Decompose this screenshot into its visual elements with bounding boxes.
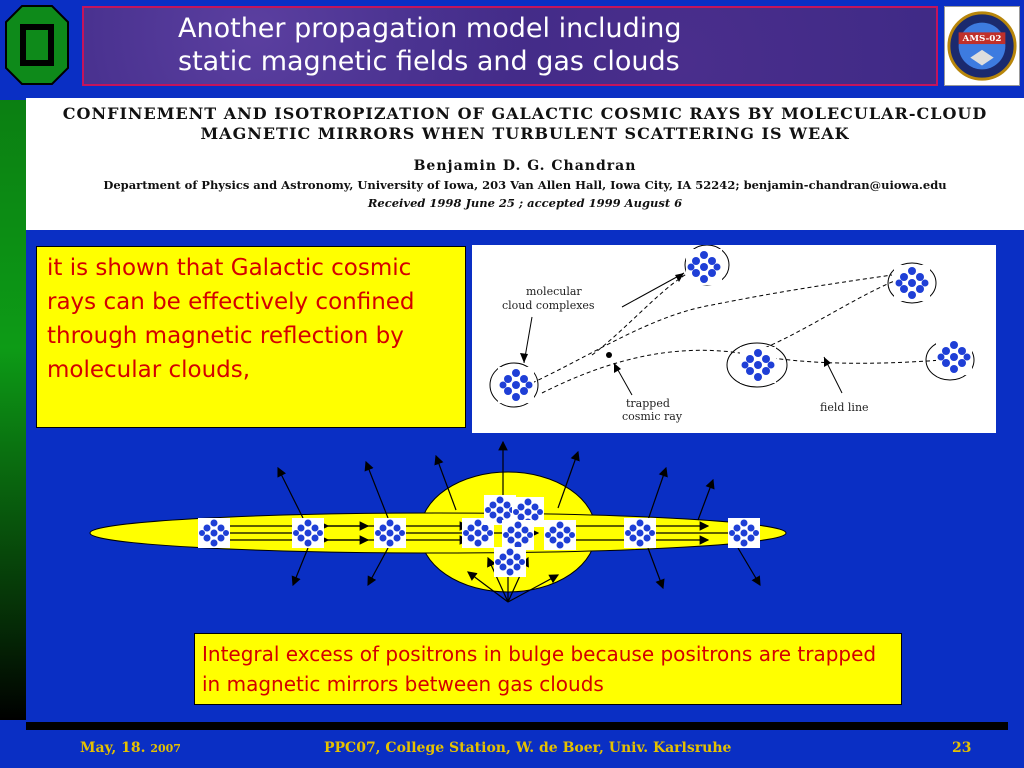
paper-title-line2: MAGNETIC MIRRORS WHEN TURBULENT SCATTERI… — [200, 124, 850, 143]
disk-cloud — [374, 518, 406, 548]
slide-footer: May, 18. 2007 PPC07, College Station, W.… — [0, 730, 1024, 768]
slide-header: Another propagation model including stat… — [0, 0, 1024, 100]
slide-title: Another propagation model including stat… — [82, 6, 938, 86]
footer-date-day: May, 18. — [80, 740, 146, 756]
callout-confinement: it is shown that Galactic cosmic rays ca… — [36, 246, 466, 428]
footer-divider — [26, 722, 1008, 730]
footer-date: May, 18. 2007 — [80, 740, 181, 756]
disk-cloud — [292, 518, 324, 548]
label-field-line: field line — [820, 401, 869, 414]
cloud-complex — [498, 367, 534, 403]
paper-affiliation: Department of Physics and Astronomy, Uni… — [103, 178, 947, 192]
label-trapped: trapped — [626, 397, 670, 410]
galactic-bulge-diagram — [89, 440, 787, 603]
cloud-complex — [936, 339, 972, 375]
slide-title-line2: static magnetic fields and gas clouds — [178, 46, 680, 77]
footer-page-number: 23 — [952, 740, 972, 756]
bulge-cloud — [494, 547, 526, 577]
molecular-cloud-figure: molecular cloud complexes trapped cosmic… — [472, 245, 996, 433]
paper-title: CONFINEMENT AND ISOTROPIZATION OF GALACT… — [26, 104, 1024, 144]
bulge-cloud — [502, 520, 534, 550]
bulge-cloud — [544, 520, 576, 550]
cloud-complex — [894, 265, 930, 301]
label-cloud-complexes: cloud complexes — [502, 299, 595, 312]
label-molecular: molecular — [526, 285, 582, 298]
paper-header-image: CONFINEMENT AND ISOTROPIZATION OF GALACT… — [26, 98, 1024, 230]
left-decorative-bar — [0, 100, 26, 720]
disk-cloud — [624, 518, 656, 548]
callout-positron-excess: Integral excess of positrons in bulge be… — [194, 633, 902, 705]
cloud-complex — [740, 347, 776, 383]
cloud-complex — [686, 249, 722, 285]
label-cosmic-ray: cosmic ray — [622, 410, 683, 423]
ams-02-mission-logo-icon: AMS-02 — [944, 6, 1020, 86]
university-logo-icon — [5, 5, 69, 85]
ams-logo-text: AMS-02 — [962, 34, 1002, 44]
paper-received: Received 1998 June 25 ; accepted 1999 Au… — [367, 196, 683, 210]
paper-author: Benjamin D. G. Chandran — [413, 158, 637, 174]
trapped-cosmic-ray-dot — [606, 352, 612, 358]
disk-cloud — [728, 518, 760, 548]
paper-title-line1: CONFINEMENT AND ISOTROPIZATION OF GALACT… — [62, 104, 988, 123]
slide-title-line1: Another propagation model including — [178, 13, 682, 44]
disk-cloud — [198, 518, 230, 548]
footer-conference: PPC07, College Station, W. de Boer, Univ… — [324, 740, 732, 756]
footer-date-year: 2007 — [150, 742, 181, 755]
